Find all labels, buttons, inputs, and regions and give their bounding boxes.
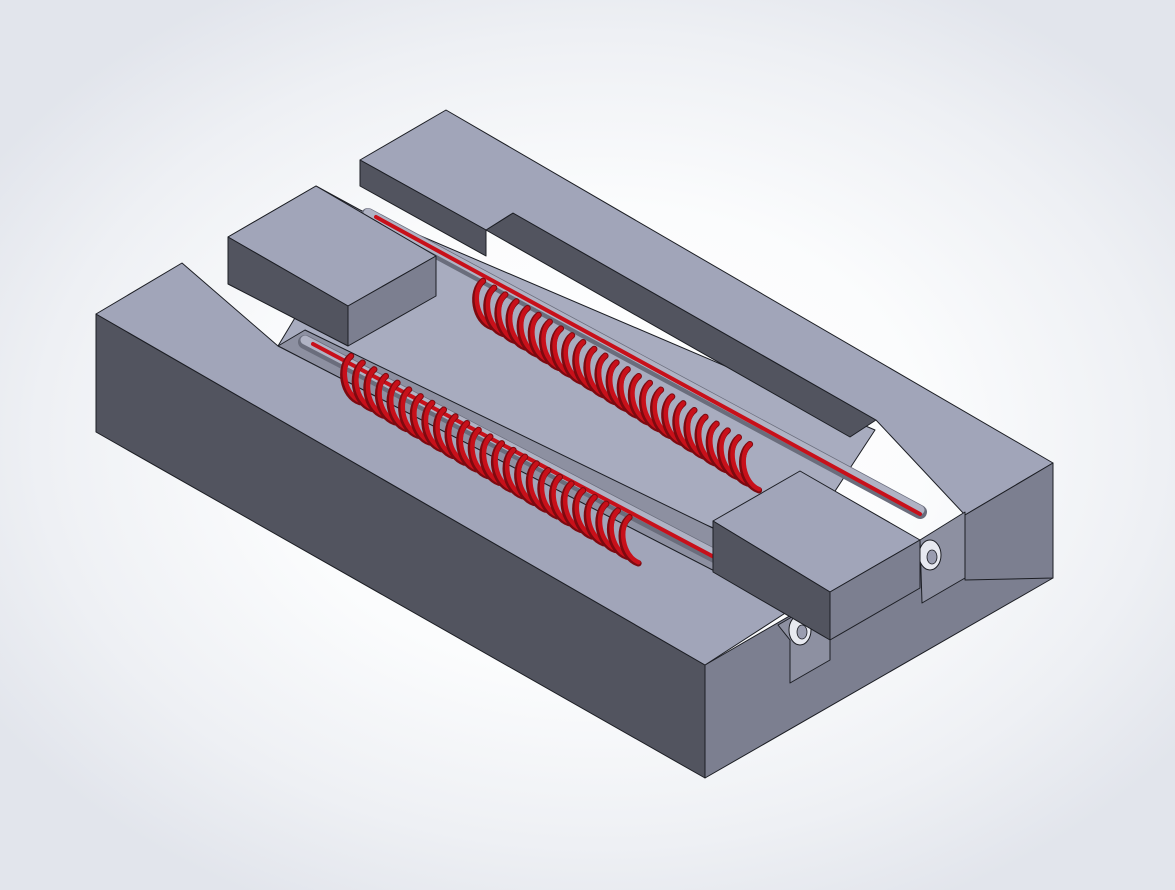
spring-coil (741, 441, 762, 492)
back-rail-step-face (359, 159, 487, 257)
spring-front[interactable] (340, 352, 642, 567)
back-rail-end-face (964, 462, 1054, 581)
guide-rod-back[interactable] (361, 208, 942, 571)
spring-coil (620, 515, 641, 565)
top-back-rail (359, 109, 1054, 516)
block-left-right (347, 255, 437, 347)
block-right-right (829, 539, 921, 641)
spring-back[interactable] (472, 277, 763, 494)
top-front-rail (95, 262, 791, 666)
guide-rod-back-red-stripe (374, 215, 922, 516)
slide-block-right[interactable] (712, 470, 921, 641)
guide-rod-back-eye-hole (926, 549, 938, 565)
slide-blocks[interactable] (227, 185, 921, 641)
guide-rod-front-eye-hole (796, 624, 808, 640)
base-block[interactable] (95, 109, 1054, 779)
slide-block-left[interactable] (227, 185, 437, 347)
